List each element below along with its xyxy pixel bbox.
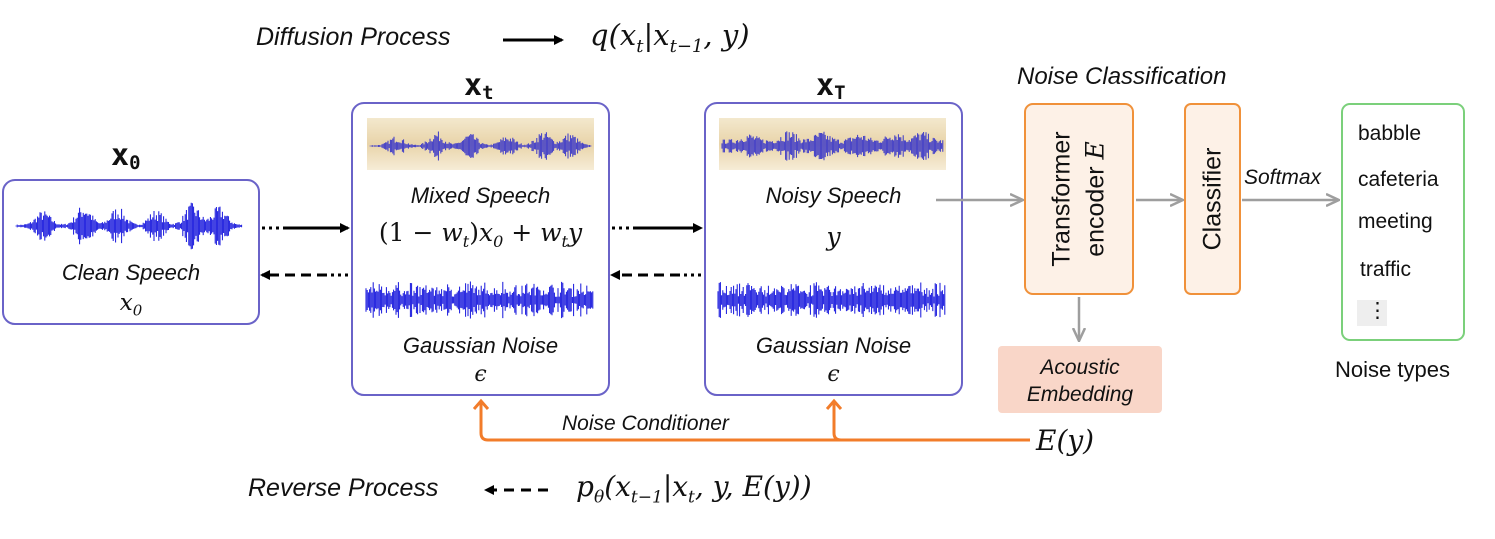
reverse-process-label: Reverse Process xyxy=(248,474,439,502)
xt-box xyxy=(351,102,610,396)
xT-stage-label: xT xyxy=(816,68,846,104)
noise-type-item: cafeteria xyxy=(1358,168,1439,191)
mixed-speech-math: (1 − wt)x0 + wty xyxy=(378,218,583,251)
xT-gaussian-noise-waveform xyxy=(717,282,946,318)
noise-type-item: babble xyxy=(1358,122,1422,145)
ey-label: E(y) xyxy=(1036,424,1095,457)
reverse-formula: pθ(xt−1|xt, y, E(y)) xyxy=(576,470,812,508)
classifier-box xyxy=(1184,103,1241,295)
xt-stage-label: xt xyxy=(464,68,494,104)
classifier-label-wrap: Classifier xyxy=(1185,104,1240,294)
noise-types-label: Noise types xyxy=(1335,357,1450,382)
noise-types-box xyxy=(1341,103,1465,341)
clean-speech-caption: Clean Speech xyxy=(61,260,201,285)
noise-type-item: ⋮ xyxy=(1367,299,1388,322)
xT-epsilon: ϵ xyxy=(827,362,840,387)
noisy-speech-caption: Noisy Speech xyxy=(765,183,902,208)
classifier-label: Classifier xyxy=(1198,147,1227,251)
clean-speech-waveform xyxy=(15,202,243,250)
noisy-speech-math: y xyxy=(826,222,841,251)
xT-box xyxy=(704,102,963,396)
xt-epsilon: ϵ xyxy=(474,362,487,387)
noise-conditioner-label: Noise Conditioner xyxy=(562,412,729,435)
noise-types-dots-bg xyxy=(1357,300,1387,326)
softmax-label: Softmax xyxy=(1244,166,1322,189)
mixed-speech-waveform xyxy=(369,131,592,161)
acoustic-embedding-box xyxy=(998,346,1162,413)
noise-conditioner-arrow xyxy=(481,402,1030,442)
mixed-speech-caption: Mixed Speech xyxy=(410,183,551,208)
xT-gaussian-noise-caption: Gaussian Noise xyxy=(755,333,912,358)
diffusion-formula: q(xt|xt−1, y) xyxy=(590,18,750,57)
noisy-speech-waveform xyxy=(721,131,944,161)
diffusion-process-label: Diffusion Process xyxy=(256,23,451,51)
xt-gaussian-noise-waveform xyxy=(365,281,594,319)
x0-stage-label: x0 xyxy=(111,138,141,174)
noise-type-item: meeting xyxy=(1358,210,1433,233)
transformer-encoder-box xyxy=(1024,103,1134,295)
noise-conditioner-arrow-xT xyxy=(834,402,841,442)
xt-gaussian-noise-caption: Gaussian Noise xyxy=(402,333,559,358)
clean-speech-math: x0 xyxy=(119,290,143,320)
noise-type-item: traffic xyxy=(1360,258,1411,281)
noise-classification-title: Noise Classification xyxy=(1017,63,1227,90)
